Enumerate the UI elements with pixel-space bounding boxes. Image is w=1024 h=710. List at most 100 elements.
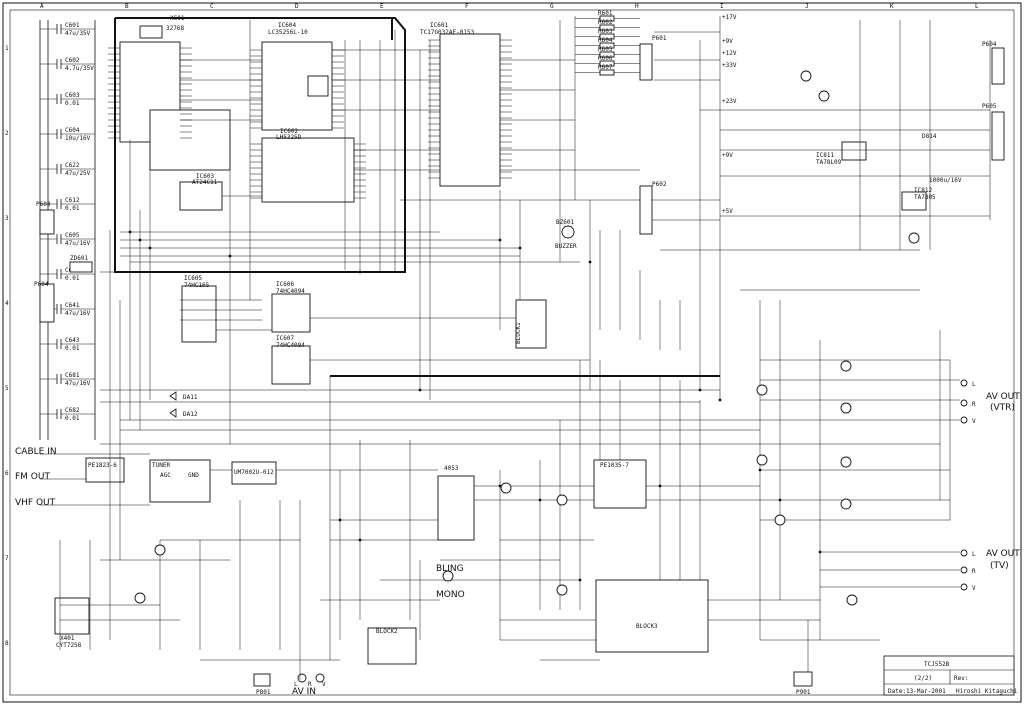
junction (228, 254, 232, 258)
transistor (756, 384, 768, 396)
junction (148, 246, 152, 250)
supply-12v: +12V (722, 50, 737, 57)
capacitor-ref: C681 (65, 372, 80, 379)
grid-row-label: 8 (5, 640, 9, 647)
connector-zd601[interactable] (69, 261, 93, 273)
junction (538, 498, 542, 502)
transistor (556, 494, 568, 506)
av-out-tv-r-jack[interactable] (960, 566, 968, 574)
capacitor-value: 0.01 (65, 415, 80, 422)
ic802-type: PE1035-7 (600, 462, 629, 469)
connector-p801[interactable] (253, 673, 271, 687)
capacitor-ref: C622 (65, 162, 80, 169)
transistor (774, 514, 786, 526)
capacitor-ref: C682 (65, 407, 80, 414)
junction (698, 388, 702, 392)
capacitor-value: 0.01 (65, 100, 80, 107)
grid-row-label: 1 (5, 45, 9, 52)
capacitor-ref: C641 (65, 302, 80, 309)
resistor: R603 (575, 28, 640, 40)
ic811-regulator (841, 141, 867, 161)
grid-col-label: B (125, 3, 129, 10)
title-date-label: Date: (888, 688, 906, 695)
transistor (134, 592, 146, 604)
capacitor-value: 10u/16V (65, 135, 91, 142)
av-in-jack-v[interactable] (315, 673, 325, 683)
grid-col-label: F (465, 3, 469, 10)
connector-p603[interactable] (39, 209, 55, 235)
junction (778, 498, 782, 502)
ic603-type: AT24C11 (192, 179, 218, 186)
ic606-ref: IC606 (276, 281, 294, 288)
wiring (40, 16, 991, 680)
resistor: R606 (575, 55, 640, 67)
ic607-ref: IC607 (276, 335, 294, 342)
av-out-tv-v: V (972, 585, 976, 592)
p601-label: P601 (652, 35, 667, 42)
av-out-vtr-v-jack[interactable] (960, 416, 968, 424)
ic601-ref: IC601 (430, 22, 448, 29)
grid-row-labels: 1 2 3 4 5 6 7 8 (5, 45, 9, 647)
transistor (908, 232, 920, 244)
av-out-tv-v-jack[interactable] (960, 583, 968, 591)
av-out-vtr-r-jack[interactable] (960, 399, 968, 407)
diode-d814: D814 (922, 133, 937, 140)
title-model: TCJ552B (924, 661, 950, 668)
av-out-tv-sub: (TV) (990, 561, 1009, 571)
vhf-out-label: VHF OUT (15, 498, 56, 508)
grid-row-label: 7 (5, 555, 9, 562)
connector-p604[interactable] (39, 283, 55, 323)
connector-p602[interactable] (639, 185, 653, 235)
connector-p601[interactable] (639, 43, 653, 81)
supply-23v: +23V (722, 98, 737, 105)
ic801-rf (231, 461, 277, 485)
ic803-switch (437, 475, 475, 541)
grid-row-label: 4 (5, 300, 9, 307)
p801-label: P801 (256, 689, 271, 696)
resistor: R601 (575, 10, 640, 22)
ic605-ref: IC605 (184, 275, 202, 282)
ic605-type: 74HC165 (184, 282, 210, 289)
block1-module (515, 299, 547, 349)
ic803-type: 4053 (444, 465, 459, 472)
transistor (840, 402, 852, 414)
junction (718, 398, 722, 402)
av-out-tv-r: R (972, 568, 976, 575)
connector-p606[interactable] (991, 47, 1005, 85)
resistor: R602 (575, 19, 640, 31)
junction (578, 578, 582, 582)
ic811-ref: IC811 (816, 152, 834, 159)
ic601-driver (439, 33, 501, 187)
connector-p605[interactable] (991, 111, 1005, 161)
ic604-ref: IC604 (278, 22, 296, 29)
resistor: R604 (575, 37, 640, 49)
grid-col-label: I (720, 3, 724, 10)
transistor (556, 584, 568, 596)
resistor: R607 (575, 64, 640, 76)
p602-label: P602 (652, 181, 667, 188)
connector-p901[interactable] (793, 671, 813, 687)
av-out-vtr-l-jack[interactable] (960, 379, 968, 387)
ic601-type: TC17G032AF-0153 (420, 29, 475, 36)
cap-label: 1000u/16V (929, 177, 962, 184)
x401-ref: X401 (60, 635, 75, 642)
av-out-tv-l-jack[interactable] (960, 549, 968, 557)
av-out-vtr-v: V (972, 418, 976, 425)
x401-oscillator (54, 597, 90, 635)
diode-da12: DA12 (183, 411, 198, 418)
grid-col-label: A (40, 3, 44, 10)
capacitor-value: 0.01 (65, 275, 80, 282)
av-out-vtr-l: L (972, 381, 976, 388)
ic811-type: TA78L09 (816, 159, 842, 166)
capacitor-value: 4.7u/35V (65, 65, 94, 72)
av-in-jack-r[interactable] (297, 673, 307, 683)
